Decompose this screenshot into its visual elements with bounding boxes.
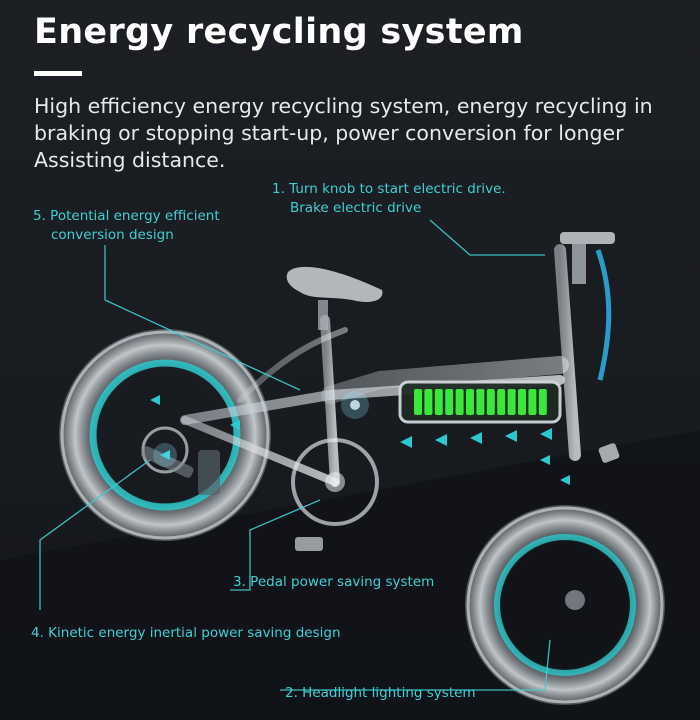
battery-cell — [528, 389, 536, 415]
saddle — [287, 267, 383, 330]
battery-cell — [435, 389, 443, 415]
callout-5-line-1: 5. Potential energy efficient — [33, 207, 220, 226]
callout-4-kinetic-energy: 4. Kinetic energy inertial power saving … — [31, 624, 341, 643]
front-wheel — [465, 505, 665, 705]
callout-2-headlight: 2. Headlight lighting system — [285, 684, 476, 703]
battery-cell — [414, 389, 422, 415]
callout-3-pedal-power: 3. Pedal power saving system — [233, 573, 434, 592]
battery-cell — [508, 389, 516, 415]
battery-pack — [400, 382, 560, 422]
battery-cell — [487, 389, 495, 415]
callout-1-line-2: Brake electric drive — [272, 199, 506, 218]
callout-5-line-2: conversion design — [33, 226, 220, 245]
battery-cell — [539, 389, 547, 415]
battery-cell — [424, 389, 432, 415]
battery-cell — [445, 389, 453, 415]
callout-1-throttle: 1. Turn knob to start electric drive. Br… — [272, 180, 506, 218]
callout-5-potential-energy: 5. Potential energy efficient conversion… — [33, 207, 220, 245]
battery-cell — [497, 389, 505, 415]
battery-cell — [518, 389, 526, 415]
battery-cell — [466, 389, 474, 415]
battery-cell — [476, 389, 484, 415]
battery-cell — [456, 389, 464, 415]
rear-wheel — [59, 329, 271, 541]
callout-1-line-1: 1. Turn knob to start electric drive. — [272, 180, 506, 199]
